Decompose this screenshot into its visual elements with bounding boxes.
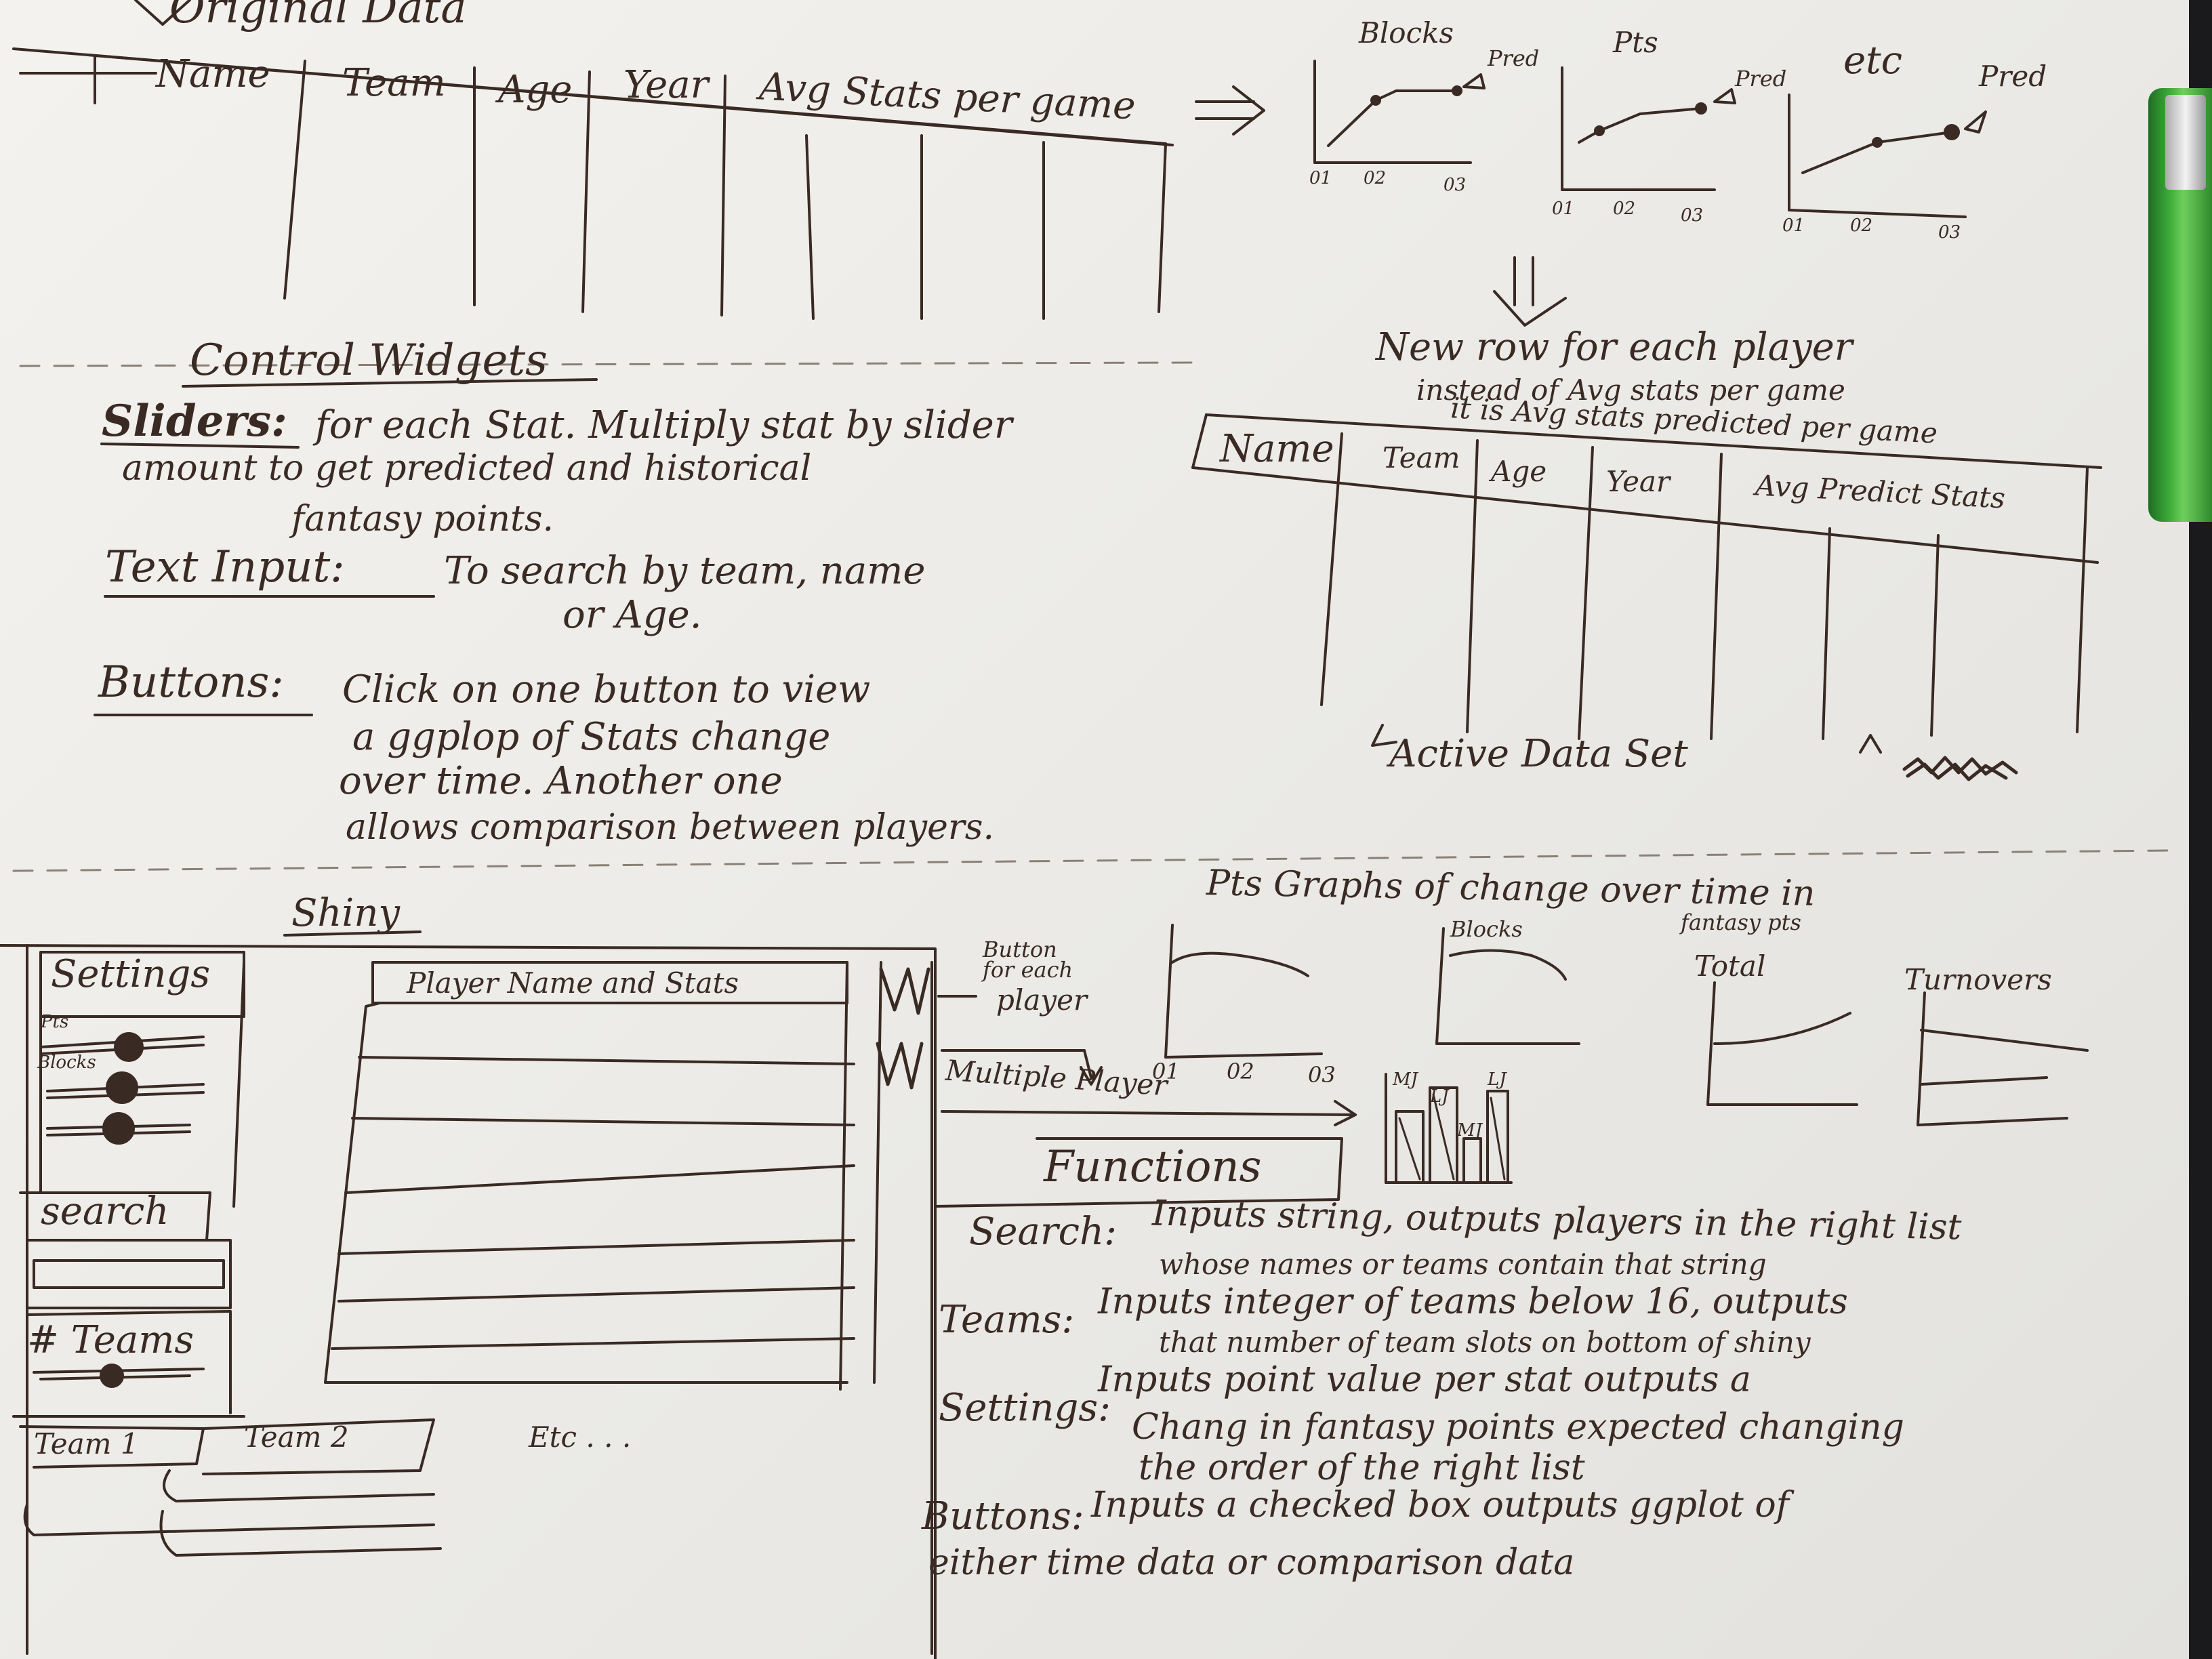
mini-chart-blocks-tick-1: 01 (1309, 168, 1332, 188)
buttons-label: Buttons: (98, 657, 284, 708)
fn-settings-line-2: Chang in fantasy points expected changin… (1132, 1407, 1904, 1448)
separator-top (19, 361, 1194, 367)
fn-search-label: Search: (969, 1210, 1117, 1254)
bottom-graph-turnovers (1917, 991, 2089, 1126)
fn-teams-label: Teams: (939, 1298, 1075, 1342)
mini-chart-pts-tick-1: 01 (1552, 199, 1575, 219)
new-row-line-1: New row for each player (1376, 325, 1853, 369)
fn-buttons-line-1: Inputs a checked box outputs ggplot of (1091, 1485, 1789, 1525)
buttons-line-3: over time. Another one (339, 759, 783, 803)
tab-etc[interactable]: Etc . . . (529, 1420, 632, 1454)
slider-label-blocks: Blocks (37, 1052, 96, 1073)
bottom-graphs-title: Pts Graphs of change over time in (1206, 863, 1816, 914)
bar-label-1: MJ (1393, 1069, 1418, 1090)
mini-chart-blocks-tick-2: 02 (1364, 168, 1387, 188)
functions-header: Functions (1044, 1142, 1262, 1192)
text-input-line-2: or Age. (562, 593, 702, 637)
col-name: Name (156, 52, 270, 96)
right-arrow (1195, 85, 1265, 136)
fn-settings-label: Settings: (939, 1386, 1111, 1430)
down-arrow (1493, 256, 1567, 327)
tab-team-2[interactable]: Team 2 (244, 1420, 349, 1454)
active-data-set-caption: Active Data Set (1389, 732, 1688, 776)
control-underlines (94, 378, 598, 716)
text-input-line-1: To search by team, name (444, 549, 926, 593)
bar-label-3: LJ (1488, 1069, 1507, 1090)
mini-chart-blocks (1313, 60, 1486, 164)
new-data-table (1191, 413, 2102, 754)
text-input-label: Text Input: (105, 542, 345, 592)
button-note-line-3: player (996, 983, 1088, 1017)
sliders-label: Sliders: (102, 396, 287, 447)
fn-teams-line-2: that number of team slots on bottom of s… (1159, 1326, 1811, 1359)
sliders-line-3: fantasy points. (291, 499, 554, 539)
pen-tip (2165, 95, 2206, 190)
mini-chart-blocks-pred: Pred (1488, 45, 1540, 71)
col-age: Age (498, 68, 573, 112)
shiny-title: Shiny (291, 891, 401, 935)
fn-buttons-line-2: either time data or comparison data (928, 1542, 1575, 1583)
settings-header[interactable]: Settings (51, 952, 211, 996)
mini-chart-pts-tick-3: 03 (1681, 205, 1704, 226)
tab-team-1[interactable]: Team 1 (34, 1427, 139, 1460)
mini-chart-etc (1788, 94, 1987, 218)
buttons-line-1: Click on one button to view (342, 668, 871, 712)
fn-teams-line-1: Inputs integer of teams below 16, output… (1098, 1282, 1848, 1322)
shiny-frame (0, 944, 1357, 1659)
mini-chart-etc-tick-3: 03 (1938, 222, 1961, 243)
original-data-title: Original Data (169, 0, 467, 33)
mini-chart-etc-pred: Pred (1979, 60, 2047, 93)
bottom-graph-turnovers-label: Turnovers (1904, 963, 2052, 996)
new-col-name: Name (1220, 427, 1334, 471)
slider-label-pts: Pts (41, 1012, 69, 1032)
new-col-year: Year (1606, 465, 1671, 498)
buttons-line-4: allows comparison between players. (346, 807, 994, 848)
scribble-marks (1902, 756, 2018, 781)
mini-chart-etc-tick-1: 01 (1782, 216, 1805, 236)
original-data-table (12, 0, 1174, 320)
mini-chart-etc-label: etc (1843, 39, 1903, 83)
bottom-graph-pts (1164, 924, 1323, 1059)
bar-label-4: MJ (1457, 1120, 1483, 1141)
sliders-line-2: amount to get predicted and historical (122, 448, 812, 489)
new-row-line-2: instead of Avg stats per game (1416, 373, 1845, 407)
bar-label-2: LJ (1430, 1086, 1449, 1107)
shiny-underline (283, 930, 422, 937)
separator-middle (12, 849, 2170, 872)
mini-chart-pts (1561, 66, 1736, 191)
fn-settings-line-1: Inputs point value per stat outputs a (1098, 1359, 1751, 1400)
new-col-team: Team (1382, 441, 1460, 474)
mini-chart-etc-tick-2: 02 (1850, 216, 1873, 236)
bottom-graph-blocks-label: Blocks (1450, 916, 1523, 942)
player-list-header: Player Name and Stats (407, 966, 739, 1000)
fn-search-line-2: whose names or teams contain that string (1159, 1248, 1767, 1281)
col-team: Team (342, 61, 446, 105)
bottom-bar-chart (1385, 1073, 1513, 1184)
bottom-graph-tick-1: 01 (1152, 1059, 1180, 1084)
mini-chart-pts-label: Pts (1613, 26, 1658, 59)
new-col-age: Age (1491, 455, 1547, 488)
buttons-line-2: a ggplop of Stats change (352, 715, 831, 759)
control-widgets-title: Control Widgets (190, 335, 548, 386)
button-note-line-2: for each (983, 957, 1073, 983)
fn-buttons-label: Buttons: (922, 1494, 1084, 1538)
mini-chart-pts-pred: Pred (1735, 66, 1787, 91)
search-label: search (41, 1189, 169, 1233)
bottom-graph-total (1706, 981, 1858, 1106)
teams-label: # Teams (27, 1318, 194, 1362)
bottom-graph-tick-3: 03 (1308, 1062, 1336, 1088)
col-year: Year (623, 63, 709, 107)
bottom-graph-blocks (1435, 927, 1580, 1045)
bottom-graph-tick-2: 02 (1227, 1059, 1254, 1084)
mini-chart-pts-tick-2: 02 (1613, 199, 1636, 219)
bottom-graph-total-label: Total (1694, 949, 1766, 983)
fn-settings-line-3: the order of the right list (1139, 1448, 1585, 1488)
sliders-line-1: for each Stat. Multiply stat by slider (315, 403, 1012, 447)
mini-chart-blocks-label: Blocks (1359, 16, 1454, 49)
button-note-line-1: Button (983, 937, 1057, 962)
mini-chart-blocks-tick-3: 03 (1443, 175, 1467, 195)
bottom-graphs-subtitle: fantasy pts (1681, 909, 1801, 935)
